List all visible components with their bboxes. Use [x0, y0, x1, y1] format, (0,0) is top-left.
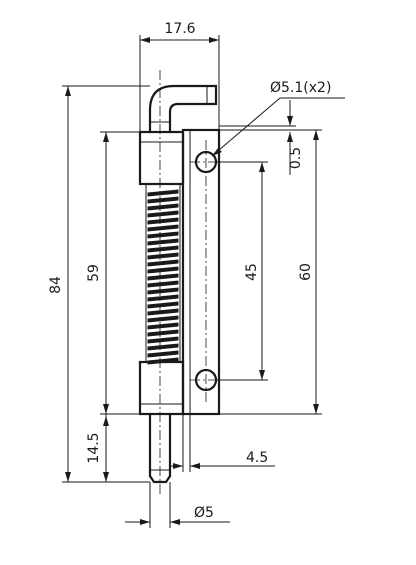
spring-coil	[147, 301, 179, 309]
spring-coil	[147, 238, 179, 246]
lower-housing	[138, 360, 185, 416]
compression-spring	[147, 189, 179, 365]
spring-coil	[147, 210, 179, 218]
spring-coil	[147, 245, 179, 253]
bent-handle	[148, 84, 218, 132]
upper-housing	[138, 130, 185, 186]
spring-coil	[147, 217, 179, 225]
spring-coil	[147, 231, 179, 239]
spring-coil	[147, 259, 179, 267]
spring-coil	[147, 196, 179, 204]
spring-coil	[147, 336, 179, 344]
label-hole-spacing: 45	[244, 263, 260, 281]
spring-coil	[147, 322, 179, 330]
dimension-labels: 17.6 Ø5.1(x2) 0.5 84 59 45 60 14.5 4.5 Ø…	[48, 21, 331, 521]
label-pin-diameter: Ø5	[194, 505, 214, 521]
label-hole-diameter: Ø5.1(x2)	[270, 80, 331, 96]
label-plate-length: 60	[298, 263, 314, 281]
spring-coil	[147, 252, 179, 260]
spring-coil	[147, 294, 179, 302]
hole-leader-line	[211, 97, 281, 157]
spring-coil	[147, 189, 179, 197]
dimension-lines	[62, 35, 345, 528]
spring-coil	[147, 273, 179, 281]
spring-coil	[147, 266, 179, 274]
spring-coil	[147, 350, 179, 358]
spring-coil	[147, 287, 179, 295]
spring-coil	[147, 224, 179, 232]
spring-coil	[147, 343, 179, 351]
label-plate-offset: 4.5	[246, 450, 268, 466]
label-pin-extension: 14.5	[86, 432, 102, 463]
label-overall-length: 84	[48, 276, 64, 294]
latch-part-outline	[138, 70, 222, 495]
label-offset-top: 0.5	[288, 147, 304, 169]
spring-coil	[147, 280, 179, 288]
spring-coil	[147, 315, 179, 323]
mounting-plate	[181, 128, 221, 416]
label-body-length: 59	[86, 264, 102, 282]
spring-coil	[147, 329, 179, 337]
spring-coil	[147, 308, 179, 316]
spring-coil	[147, 203, 179, 211]
label-top-width: 17.6	[164, 21, 195, 37]
